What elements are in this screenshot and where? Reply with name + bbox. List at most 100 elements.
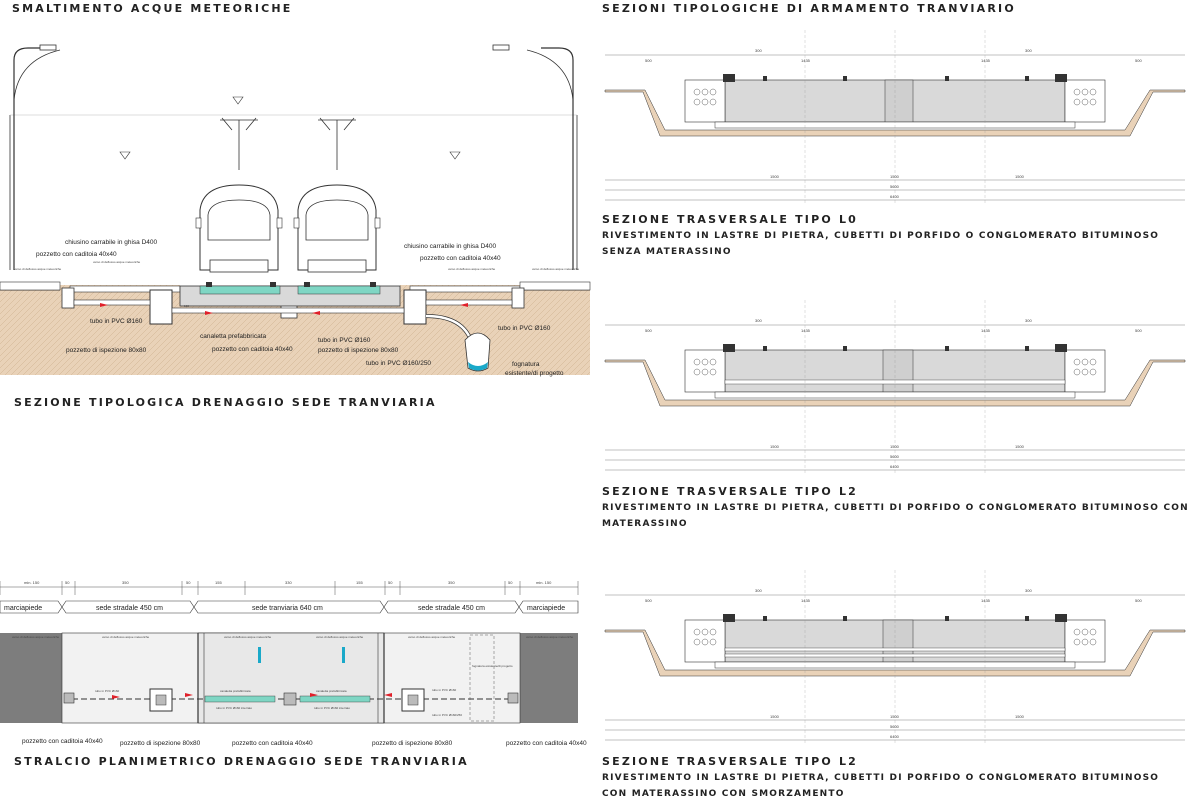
- svg-text:500: 500: [1135, 58, 1142, 63]
- svg-text:300: 300: [755, 48, 762, 53]
- svg-text:500: 500: [1135, 598, 1142, 603]
- svg-text:350: 350: [122, 580, 129, 585]
- svg-text:canaletta prefabbricata: canaletta prefabbricata: [316, 689, 347, 693]
- svg-text:verso di deflusso acque meteor: verso di deflusso acque meteoriche: [14, 267, 62, 271]
- title-section-l0: SEZIONE TRASVERSALE TIPO L0: [602, 213, 859, 226]
- svg-text:fognatura: fognatura: [512, 361, 540, 368]
- title-section-l2: SEZIONE TRASVERSALE TIPO L2: [602, 485, 859, 498]
- svg-text:verso di deflusso acque meteor: verso di deflusso acque meteoriche: [408, 635, 456, 639]
- svg-text:tubo in PVC Ø160: tubo in PVC Ø160: [432, 688, 457, 692]
- svg-text:1500: 1500: [770, 714, 780, 719]
- svg-text:tubo in PVC Ø160: tubo in PVC Ø160: [95, 689, 120, 693]
- svg-text:canaletta prefabbricata: canaletta prefabbricata: [200, 333, 267, 340]
- svg-text:300: 300: [1025, 588, 1032, 593]
- track-dims-l2: 300 1435 1435 300 500 500 1500 1500 1500…: [645, 318, 1142, 469]
- svg-text:pozzetto con caditoia 40x40: pozzetto con caditoia 40x40: [212, 346, 293, 353]
- title-sezione-drenaggio: SEZIONE TIPOLOGICA DRENAGGIO SEDE TRANVI…: [14, 396, 437, 409]
- svg-text:300: 300: [1025, 48, 1032, 53]
- svg-text:verso di deflusso acque meteor: verso di deflusso acque meteoriche: [12, 635, 60, 639]
- track-section-l0: 300 1435 1435 300 500 500 1500 1500 1500…: [604, 30, 1186, 205]
- svg-text:pozzetto con caditoia 40x40: pozzetto con caditoia 40x40: [420, 255, 501, 262]
- svg-text:155: 155: [356, 580, 363, 585]
- svg-text:1500: 1500: [890, 174, 900, 179]
- svg-text:6400: 6400: [890, 734, 900, 739]
- svg-text:min. 150: min. 150: [536, 580, 552, 585]
- svg-text:5600: 5600: [890, 724, 900, 729]
- drainage-labels: verso di deflusso acque meteoriche verso…: [14, 239, 580, 377]
- svg-text:tubo in PVC Ø160 interrato: tubo in PVC Ø160 interrato: [314, 706, 350, 710]
- svg-text:min. 150: min. 150: [24, 580, 40, 585]
- svg-text:1500: 1500: [890, 714, 900, 719]
- svg-text:pozzetto con caditoia 40x40: pozzetto con caditoia 40x40: [232, 740, 313, 747]
- svg-text:marciapiede: marciapiede: [527, 605, 565, 612]
- svg-text:5600: 5600: [890, 184, 900, 189]
- svg-text:350: 350: [448, 580, 455, 585]
- svg-text:155: 155: [215, 580, 222, 585]
- svg-text:tubo in PVC Ø160/250: tubo in PVC Ø160/250: [432, 713, 462, 717]
- svg-text:pozzetto di ispezione 80x80: pozzetto di ispezione 80x80: [318, 347, 399, 354]
- svg-text:100: 100: [184, 304, 189, 308]
- tram-right: [293, 117, 381, 273]
- svg-text:verso di deflusso acque meteor: verso di deflusso acque meteoriche: [224, 635, 272, 639]
- svg-text:sede stradale 450 cm: sede stradale 450 cm: [418, 605, 485, 612]
- svg-text:canaletta prefabbricata: canaletta prefabbricata: [220, 689, 251, 693]
- svg-text:1435: 1435: [981, 328, 991, 333]
- svg-text:1500: 1500: [770, 444, 780, 449]
- plan-dims: min. 150 50 350 50 155 330 155 50 350 50…: [24, 580, 552, 585]
- svg-text:50: 50: [508, 580, 513, 585]
- svg-text:1500: 1500: [890, 444, 900, 449]
- track-dims-l2s: 300 1435 1435 300 500 500 1500 1500 1500…: [645, 588, 1142, 739]
- title-section-l2-smorzamento: SEZIONE TRASVERSALE TIPO L2: [602, 755, 859, 768]
- svg-text:sede stradale 450 cm: sede stradale 450 cm: [96, 605, 163, 612]
- svg-text:fognatura esistente/di progett: fognatura esistente/di progetto: [472, 664, 513, 668]
- svg-text:500: 500: [645, 58, 652, 63]
- svg-text:chiusino carrabile in ghisa D4: chiusino carrabile in ghisa D400: [65, 239, 158, 246]
- track-dims: 300 1435 1435 300 500 500 1500 1500 1500…: [645, 48, 1142, 199]
- subtitle-section-l0: RIVESTIMENTO IN LASTRE DI PIETRA, CUBETT…: [602, 231, 1160, 257]
- svg-text:500: 500: [645, 328, 652, 333]
- svg-text:pozzetto di ispezione 80x80: pozzetto di ispezione 80x80: [372, 740, 453, 747]
- svg-text:verso di deflusso acque meteor: verso di deflusso acque meteoriche: [448, 267, 496, 271]
- track-section-shape: [604, 30, 1186, 205]
- svg-text:1435: 1435: [801, 58, 811, 63]
- svg-text:6400: 6400: [890, 464, 900, 469]
- svg-text:pozzetto di ispezione 80x80: pozzetto di ispezione 80x80: [120, 740, 201, 747]
- svg-text:chiusino carrabile in ghisa D4: chiusino carrabile in ghisa D400: [404, 243, 497, 250]
- svg-text:tubo in PVC Ø160: tubo in PVC Ø160: [498, 325, 551, 332]
- plan-band-row: marciapiede sede stradale 450 cm sede tr…: [0, 600, 579, 614]
- plan-labels: verso di deflusso acque meteoriche verso…: [12, 635, 587, 747]
- svg-text:pozzetto con caditoia 40x40: pozzetto con caditoia 40x40: [22, 738, 103, 745]
- svg-text:1435: 1435: [981, 58, 991, 63]
- svg-text:1500: 1500: [1015, 714, 1025, 719]
- svg-text:marciapiede: marciapiede: [4, 605, 42, 612]
- svg-text:500: 500: [1135, 328, 1142, 333]
- svg-text:1435: 1435: [801, 598, 811, 603]
- svg-text:pozzetto con caditoia 40x40: pozzetto con caditoia 40x40: [506, 740, 587, 747]
- svg-text:verso di deflusso acque meteor: verso di deflusso acque meteoriche: [532, 267, 580, 271]
- svg-text:330: 330: [285, 580, 292, 585]
- svg-text:6400: 6400: [890, 194, 900, 199]
- svg-text:tubo in PVC Ø160/250: tubo in PVC Ø160/250: [366, 360, 431, 367]
- title-smaltimento: SMALTIMENTO ACQUE METEORICHE: [12, 2, 293, 15]
- svg-text:50: 50: [186, 580, 191, 585]
- svg-text:500: 500: [645, 598, 652, 603]
- svg-text:300: 300: [755, 588, 762, 593]
- svg-text:5600: 5600: [890, 454, 900, 459]
- svg-text:pozzetto di ispezione 80x80: pozzetto di ispezione 80x80: [66, 347, 147, 354]
- svg-text:tubo in PVC Ø160: tubo in PVC Ø160: [318, 337, 371, 344]
- svg-text:pozzetto con caditoia 40x40: pozzetto con caditoia 40x40: [36, 251, 117, 258]
- title-stralcio-planimetrico: STRALCIO PLANIMETRICO DRENAGGIO SEDE TRA…: [14, 755, 469, 768]
- svg-text:verso di deflusso acque meteor: verso di deflusso acque meteoriche: [316, 635, 364, 639]
- svg-text:verso di deflusso acque meteor: verso di deflusso acque meteoriche: [102, 635, 150, 639]
- subtitle-section-l2: RIVESTIMENTO IN LASTRE DI PIETRA, CUBETT…: [602, 503, 1189, 529]
- track-section-l2: 300 1435 1435 300 500 500 1500 1500 1500…: [604, 300, 1186, 475]
- drainage-plan-diagram: min. 150 50 350 50 155 330 155 50 350 50…: [0, 580, 587, 747]
- svg-text:50: 50: [388, 580, 393, 585]
- svg-text:50: 50: [65, 580, 70, 585]
- svg-text:tubo in PVC Ø160: tubo in PVC Ø160: [90, 318, 143, 325]
- svg-text:esistente/di progetto: esistente/di progetto: [505, 370, 564, 377]
- svg-text:tubo in PVC Ø160 interrato: tubo in PVC Ø160 interrato: [216, 706, 252, 710]
- svg-text:1500: 1500: [1015, 444, 1025, 449]
- drainage-section-diagram: verso di deflusso acque meteoriche verso…: [0, 44, 591, 377]
- title-sezioni-armamento: SEZIONI TIPOLOGICHE DI ARMAMENTO TRANVIA…: [602, 2, 1016, 15]
